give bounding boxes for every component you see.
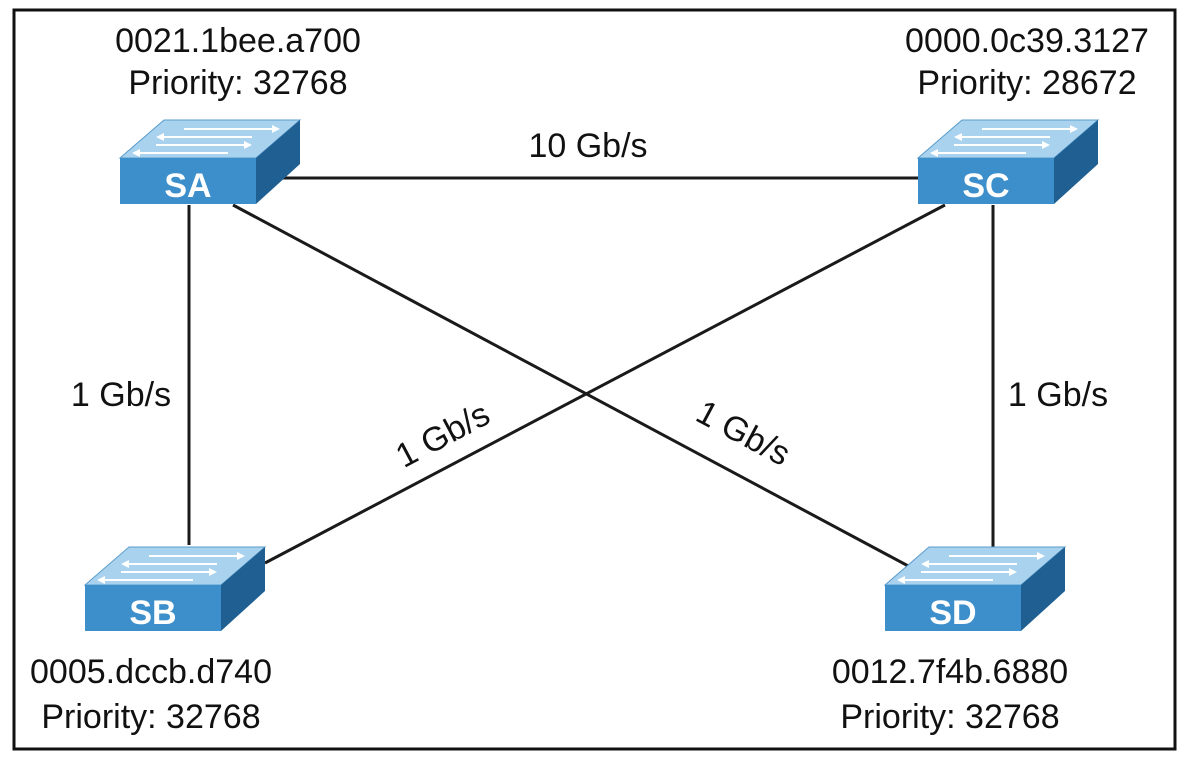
switch-sb-mac: 0005.dccb.d740: [30, 653, 272, 691]
switch-sb-name: SB: [129, 594, 176, 632]
switch-sd-mac: 0012.7f4b.6880: [832, 653, 1068, 691]
switch-sb[interactable]: SB: [84, 546, 266, 632]
switch-sa-mac: 0021.1bee.a700: [115, 22, 361, 60]
switch-sd[interactable]: SD: [884, 546, 1066, 632]
switch-sb-priority: Priority: 32768: [41, 698, 260, 736]
link-sa-sb-speed: 1 Gb/s: [71, 376, 171, 414]
link-sa-sd-speed: 1 Gb/s: [690, 393, 796, 474]
link-sb-sc-speed: 1 Gb/s: [390, 395, 496, 476]
switch-sa-priority: Priority: 32768: [128, 64, 347, 102]
link-sc-sd-speed: 1 Gb/s: [1008, 376, 1108, 414]
switch-sd-name: SD: [929, 594, 976, 632]
switch-sd-priority: Priority: 32768: [840, 698, 1059, 736]
switch-sc-mac: 0000.0c39.3127: [905, 22, 1149, 60]
link-sb-sc: [264, 203, 946, 565]
diagram-frame: [12, 8, 1177, 751]
link-sa-sc-speed: 10 Gb/s: [528, 127, 647, 165]
switch-sa[interactable]: SA: [119, 119, 301, 205]
switch-sa-name: SA: [164, 167, 211, 205]
switch-sc-priority: Priority: 28672: [917, 64, 1136, 102]
switch-sc[interactable]: SC: [917, 119, 1099, 205]
switch-sc-name: SC: [962, 167, 1009, 205]
link-sa-sd: [232, 203, 913, 570]
